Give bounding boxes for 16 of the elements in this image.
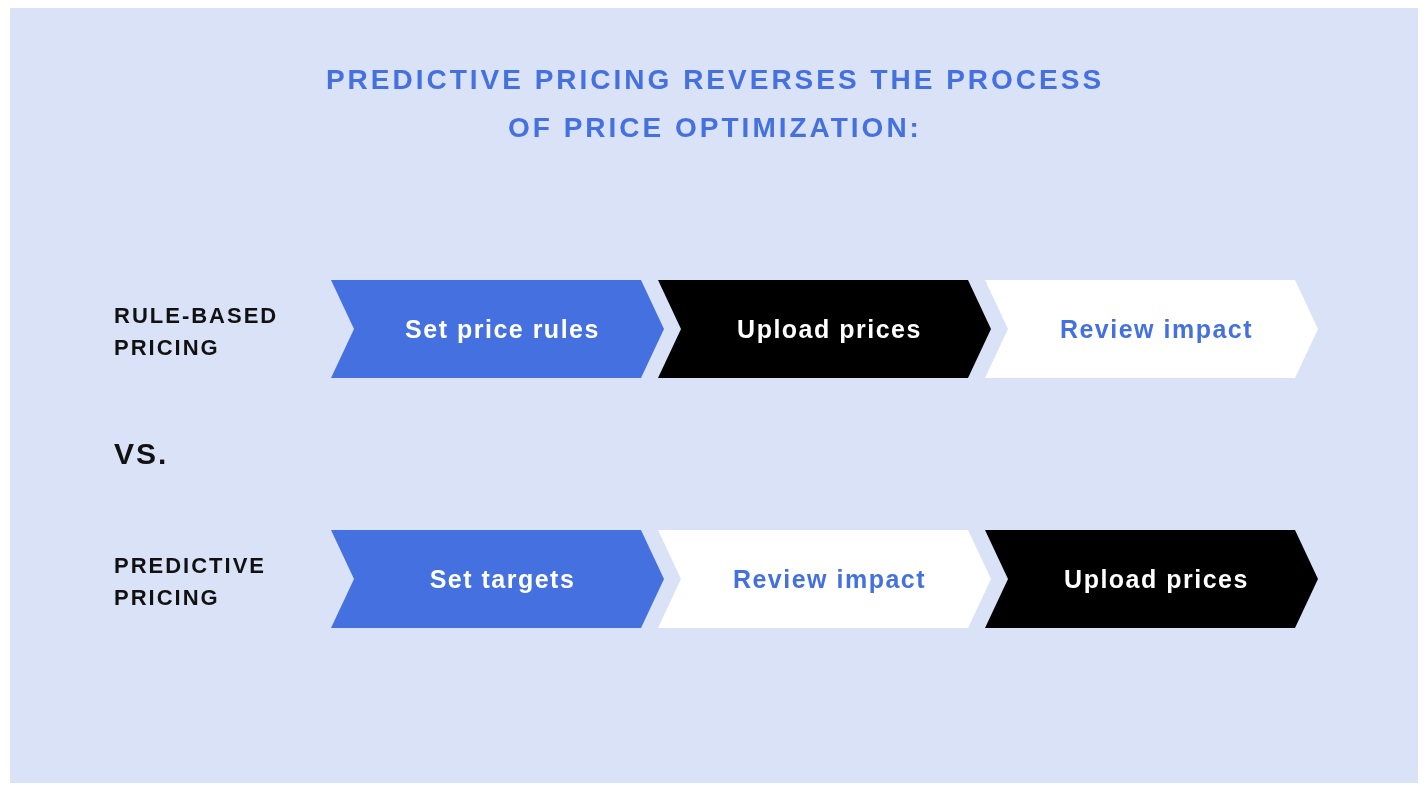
- step-label: Review impact: [1058, 313, 1255, 345]
- step-label: Set price rules: [404, 313, 601, 345]
- chevron-step: [331, 280, 664, 378]
- chevron-step: [985, 280, 1318, 378]
- chevron-step: [331, 530, 664, 628]
- row-label: RULE-BASED PRICING: [114, 302, 280, 362]
- step-label: Upload prices: [736, 313, 923, 345]
- title: PREDICTIVE PRICING REVERSES THE PROCESS OF PRICE OPTIMIZATION:: [324, 63, 1106, 145]
- chevron-step: [985, 530, 1318, 628]
- chevron-step: [658, 530, 991, 628]
- chevron-step: [658, 280, 991, 378]
- row-label: PREDICTIVE PRICING: [114, 552, 268, 612]
- row-label: VS.: [114, 438, 170, 470]
- step-label: Set targets: [428, 563, 577, 595]
- step-label: Review impact: [731, 563, 928, 595]
- step-label: Upload prices: [1063, 563, 1250, 595]
